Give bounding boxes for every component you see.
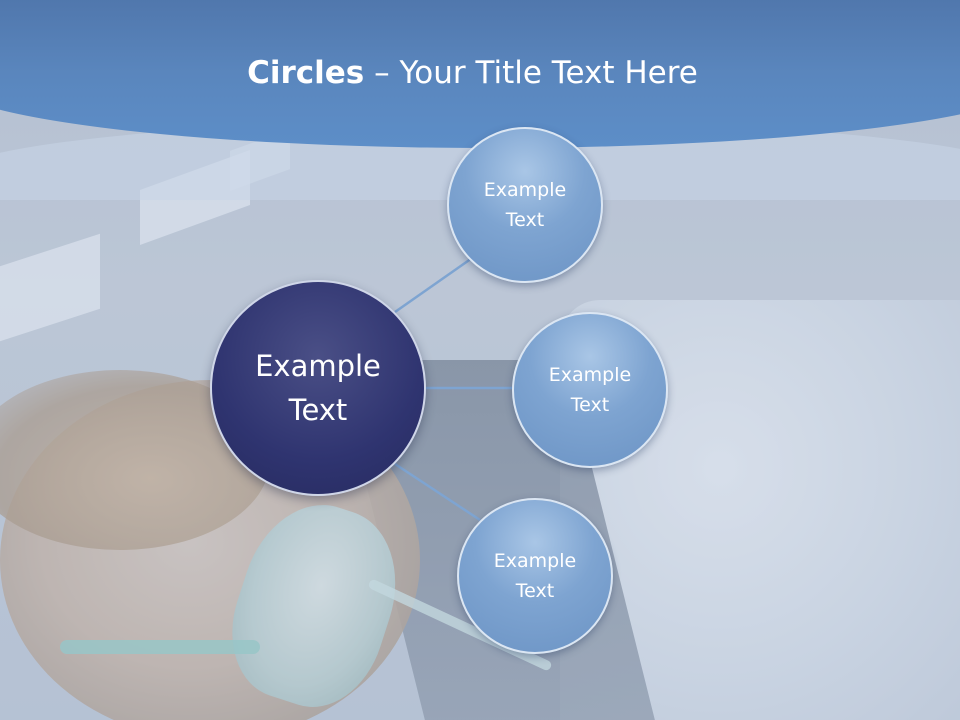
main-circle[interactable]: Example Text <box>210 280 426 496</box>
circle-label: Example Text <box>483 179 567 231</box>
header-band <box>0 0 960 148</box>
mask-strap <box>60 640 260 654</box>
circle-label: Example Text <box>548 364 632 416</box>
title-bold: Circles <box>247 55 365 91</box>
circle-top[interactable]: Example Text <box>447 127 603 283</box>
circle-label: Example Text <box>493 550 577 602</box>
circle-bottom[interactable]: Example Text <box>457 498 613 654</box>
circle-middle[interactable]: Example Text <box>512 312 668 468</box>
connector-line <box>394 254 476 314</box>
title-rest: – Your Title Text Here <box>364 55 698 91</box>
connector-line <box>394 462 481 522</box>
slide-title[interactable]: Circles – Your Title Text Here <box>0 55 945 91</box>
main-circle-label: Example Text <box>255 349 381 427</box>
